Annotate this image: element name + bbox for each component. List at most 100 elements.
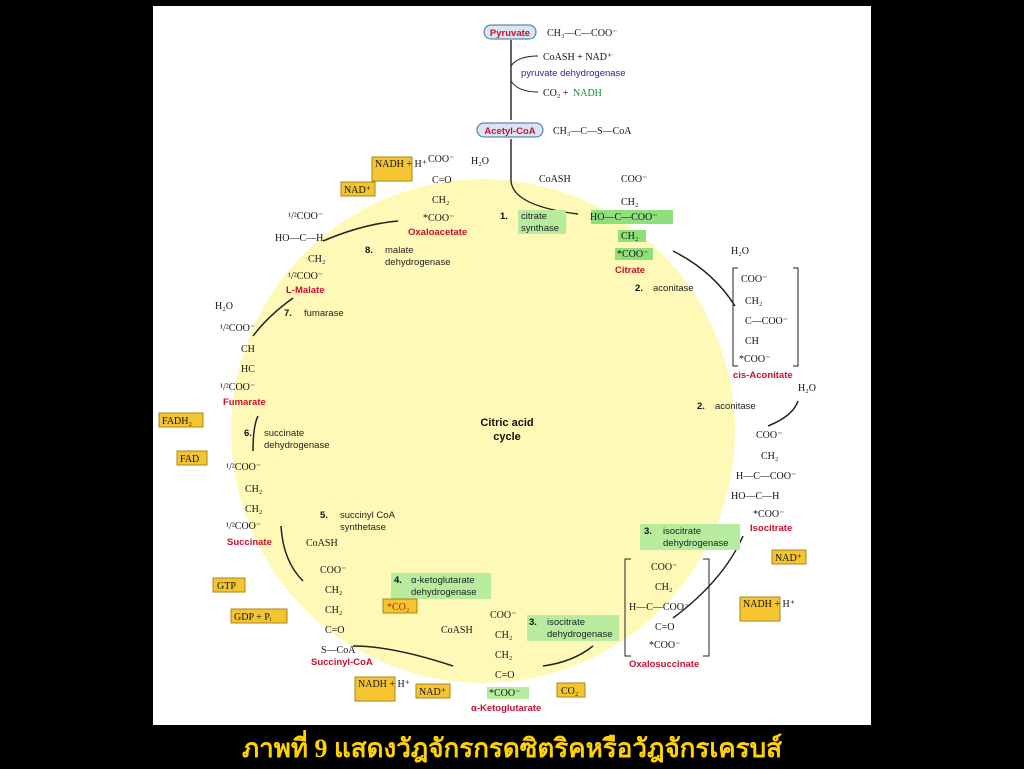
step-2a-num: 2. (635, 283, 643, 294)
svg-text:CH: CH (745, 336, 759, 347)
co2-bottom: CO₂ (561, 686, 578, 697)
step-5-num: 5. (320, 510, 328, 521)
svg-text:*COO⁻: *COO⁻ (423, 213, 454, 224)
citrate-highlight (591, 210, 673, 224)
nadh-right: NADH + H⁺ (743, 599, 795, 610)
succinyl-structure: COO⁻ CH₂ CH₂ C=O S—CoA (320, 565, 356, 656)
svg-text:CH₂: CH₂ (325, 585, 342, 596)
step-8-b: dehydrogenase (385, 257, 451, 268)
fumarate-name: Fumarate (223, 397, 266, 408)
fadh2-box (158, 412, 204, 428)
step-4-b: dehydrogenase (411, 587, 477, 598)
pdh-label: pyruvate dehydrogenase (521, 68, 626, 79)
step-8-a: malate (385, 245, 414, 256)
step-6-num: 6. (244, 428, 252, 439)
step-1-num: 1. (500, 211, 508, 222)
coash-top: CoASH (539, 174, 571, 185)
svg-text:C=O: C=O (495, 670, 515, 681)
h2o-in: H₂O (798, 383, 816, 394)
coash-succ: CoASH (306, 538, 338, 549)
cis-aconitate-structure: COO⁻ CH₂ C—COO⁻ CH *COO⁻ (732, 267, 799, 367)
step-6-a: succinate (264, 428, 304, 439)
co2-text: CO₂ + (543, 88, 569, 99)
isocitrate-name: Isocitrate (750, 523, 792, 534)
step-3b-highlight (527, 615, 619, 641)
co2-out-arrow (510, 80, 539, 93)
svg-text:H—C—COO⁻: H—C—COO⁻ (736, 471, 796, 482)
acetyl-badge (476, 122, 544, 138)
svg-text:COO⁻: COO⁻ (490, 610, 516, 621)
svg-text:CH₂: CH₂ (432, 195, 449, 206)
step-3a-highlight (640, 524, 740, 550)
nad-right-box (771, 549, 807, 565)
citrate-name: Citrate (615, 265, 645, 276)
succinate-name: Succinate (227, 537, 272, 548)
svg-text:*COO⁻: *COO⁻ (649, 640, 680, 651)
nad-left-box (340, 181, 376, 197)
co2-bottom-box (556, 682, 586, 698)
coash-akg: CoASH (441, 625, 473, 636)
svg-text:C=O: C=O (432, 175, 452, 186)
svg-text:H—C—COO⁻: H—C—COO⁻ (629, 602, 689, 613)
nad-bottom: NAD⁺ (419, 687, 446, 698)
step-2b-a: aconitase (715, 401, 756, 412)
fad-box (176, 450, 208, 466)
step-2b-num: 2. (697, 401, 705, 412)
nadh-left: NADH + H⁺ (375, 159, 427, 170)
gtp: GTP (217, 581, 236, 592)
svg-text:CH₂: CH₂ (325, 605, 342, 616)
step-7-a: fumarase (304, 308, 344, 319)
step-1-a: citrate (521, 211, 547, 222)
oxalosuccinate-structure: COO⁻ CH₂ H—C—COO⁻ C=O *COO⁻ (624, 558, 710, 657)
co2-star: *CO₂ (387, 602, 409, 613)
step-3b-b: dehydrogenase (547, 629, 613, 640)
svg-text:CH: CH (241, 344, 255, 355)
citrate-ch2b: CH₂ (621, 231, 638, 242)
svg-text:CH₂: CH₂ (761, 451, 778, 462)
svg-text:HO—C—H: HO—C—H (275, 233, 323, 244)
svg-text:S—CoA: S—CoA (321, 645, 356, 656)
citrate-row: HO—C—COO⁻ (590, 212, 658, 223)
step-3b-num: 3. (529, 617, 537, 628)
step-4-a: α-ketoglutarate (411, 575, 475, 586)
malate-name: L-Malate (286, 285, 325, 296)
oxaloacetate-structure: COO⁻ C=O CH₂ *COO⁻ (423, 154, 454, 224)
citric-acid-cycle-diagram: Pyruvate CH₃—C—COO⁻ CoASH + NAD⁺ pyruvat… (158, 24, 816, 714)
svg-text:*COO⁻: *COO⁻ (739, 354, 770, 365)
citrate-ch2a: CH₂ (621, 197, 638, 208)
malate-structure: ¹/²COO⁻ HO—C—H CH₂ ¹/²COO⁻ (275, 211, 325, 282)
svg-text:COO⁻: COO⁻ (651, 562, 677, 573)
nad-left: NAD⁺ (344, 185, 371, 196)
cis-aconitate-name: cis-Aconitate (733, 370, 793, 381)
citrate-bottom: *COO⁻ (617, 249, 648, 260)
svg-text:COO⁻: COO⁻ (320, 565, 346, 576)
diagram-slide: Pyruvate CH₃—C—COO⁻ CoASH + NAD⁺ pyruvat… (153, 6, 871, 725)
step-8-num: 8. (365, 245, 373, 256)
svg-text:¹/²COO⁻: ¹/²COO⁻ (220, 323, 255, 334)
svg-text:CH₂: CH₂ (495, 630, 512, 641)
nad-right: NAD⁺ (775, 553, 802, 564)
svg-text:*COO⁻: *COO⁻ (753, 509, 784, 520)
svg-text:¹/²COO⁻: ¹/²COO⁻ (288, 271, 323, 282)
svg-text:¹/²COO⁻: ¹/²COO⁻ (288, 211, 323, 222)
succinate-structure: ¹/²COO⁻ CH₂ CH₂ ¹/²COO⁻ (226, 462, 262, 532)
nadh-bottom-box (354, 676, 396, 702)
co2-star-box (382, 598, 418, 614)
nadh-left-box (371, 156, 413, 182)
cycle-arrows (252, 220, 799, 667)
citrate-ch2-highlight (618, 230, 646, 242)
h2o-out: H₂O (731, 246, 749, 257)
svg-text:¹/²COO⁻: ¹/²COO⁻ (220, 382, 255, 393)
step-5-a: succinyl CoA (340, 510, 396, 521)
oxalosuccinate-name: Oxalosuccinate (629, 659, 699, 670)
step-2a-a: aconitase (653, 283, 694, 294)
step-5-b: synthetase (340, 522, 386, 533)
svg-text:CH₂: CH₂ (495, 650, 512, 661)
cycle-title-2: cycle (493, 431, 521, 443)
svg-text:C—COO⁻: C—COO⁻ (745, 316, 788, 327)
fadh2: FADH₂ (162, 416, 192, 427)
gdp-box (230, 608, 288, 624)
svg-text:C=O: C=O (325, 625, 345, 636)
coash-nad-text: CoASH + NAD⁺ (543, 52, 612, 63)
step-3b-a: isocitrate (547, 617, 585, 628)
